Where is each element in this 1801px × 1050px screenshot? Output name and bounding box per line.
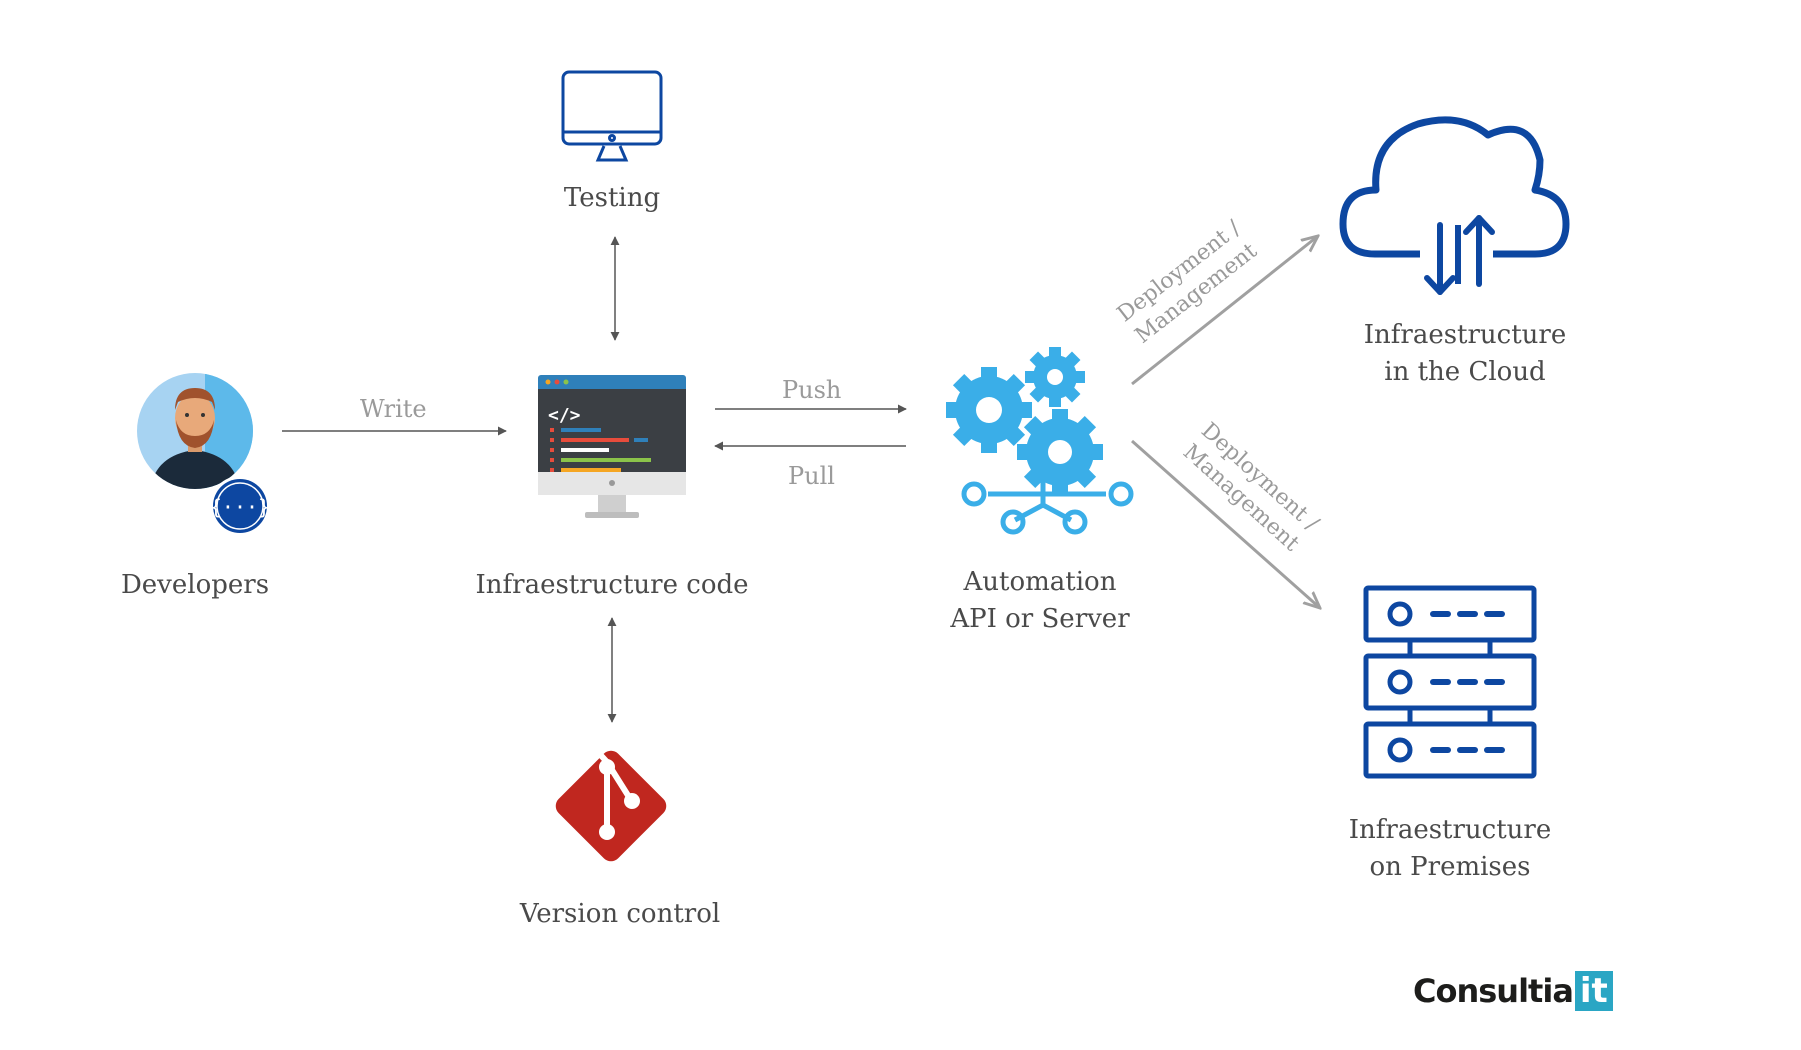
monitor-icon <box>561 70 663 162</box>
automation-label: Automation API or Server <box>920 564 1160 638</box>
developer-avatar-icon: {···} <box>137 373 270 536</box>
premises-label-line2: on Premises <box>1369 852 1531 882</box>
premises-label-line1: Infraestructure <box>1348 815 1552 845</box>
pull-label: Pull <box>788 462 835 490</box>
cloud-label-line2: in the Cloud <box>1384 357 1546 387</box>
brand-logo: Consultia it <box>1413 970 1613 1012</box>
deploy-cloud-arrow <box>1131 236 1318 386</box>
premises-label: Infraestructure on Premises <box>1325 812 1575 886</box>
cloud-sync-icon <box>1339 116 1570 295</box>
code-editor-icon: </> <box>538 375 686 518</box>
version-control-label: Version control <box>519 899 721 929</box>
svg-text:</>: </> <box>548 405 581 426</box>
write-label: Write <box>360 395 427 423</box>
brand-name: Consultia <box>1413 972 1574 1010</box>
gears-network-icon <box>946 347 1134 535</box>
svg-text:{···}: {···} <box>210 495 270 519</box>
git-icon <box>555 747 667 862</box>
automation-label-line2: API or Server <box>950 604 1130 634</box>
testing-label: Testing <box>563 183 661 213</box>
cloud-label: Infraestructure in the Cloud <box>1340 317 1590 391</box>
brand-suffix: it <box>1574 971 1613 1011</box>
push-label: Push <box>782 376 842 404</box>
automation-label-line1: Automation <box>963 567 1117 597</box>
cloud-label-line1: Infraestructure <box>1363 320 1567 350</box>
deploy-premises-arrow <box>1131 439 1320 608</box>
infra-code-label: Infraestructure code <box>475 570 749 600</box>
server-rack-icon <box>1363 585 1537 779</box>
developers-label: Developers <box>120 570 270 600</box>
